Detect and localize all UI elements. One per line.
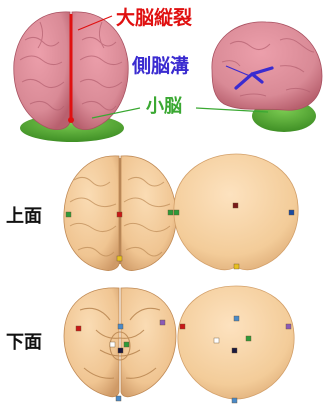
landmark-marker — [110, 342, 115, 347]
landmark-marker — [160, 320, 165, 325]
landmark-marker — [76, 326, 81, 331]
superior-brain-view — [14, 12, 140, 142]
landmark-marker — [118, 348, 123, 353]
landmark-marker — [180, 324, 185, 329]
lateral-hemisphere — [212, 22, 322, 110]
landmark-marker — [246, 336, 251, 341]
bottom-view-label: 下面 — [6, 332, 42, 353]
landmark-marker — [232, 398, 237, 403]
landmark-marker — [168, 210, 173, 215]
landmark-marker — [234, 264, 239, 269]
landmark-marker — [289, 210, 294, 215]
landmark-marker — [214, 338, 219, 343]
bottom-view-smooth-model — [178, 286, 294, 399]
landmark-marker — [174, 210, 179, 215]
landmark-marker — [124, 342, 129, 347]
lateral-brain-view — [196, 22, 322, 132]
landmark-marker — [286, 324, 291, 329]
lateral-sulcus-label: 側脳溝 — [131, 54, 189, 77]
top-view-smooth-model — [174, 154, 298, 270]
bottom-view-real-brain — [64, 288, 176, 397]
landmark-marker — [117, 212, 122, 217]
landmark-marker — [66, 212, 71, 217]
landmark-marker — [234, 316, 239, 321]
cerebellum-label: 小脳 — [146, 96, 182, 117]
landmark-marker — [116, 396, 121, 401]
fissure-marker — [68, 117, 74, 123]
top-view-label: 上面 — [6, 206, 42, 227]
landmark-marker — [117, 256, 122, 261]
longitudinal-fissure-label: 大脳縦裂 — [116, 6, 192, 29]
landmark-marker — [232, 348, 237, 353]
landmark-marker — [233, 203, 238, 208]
landmark-marker — [118, 324, 123, 329]
